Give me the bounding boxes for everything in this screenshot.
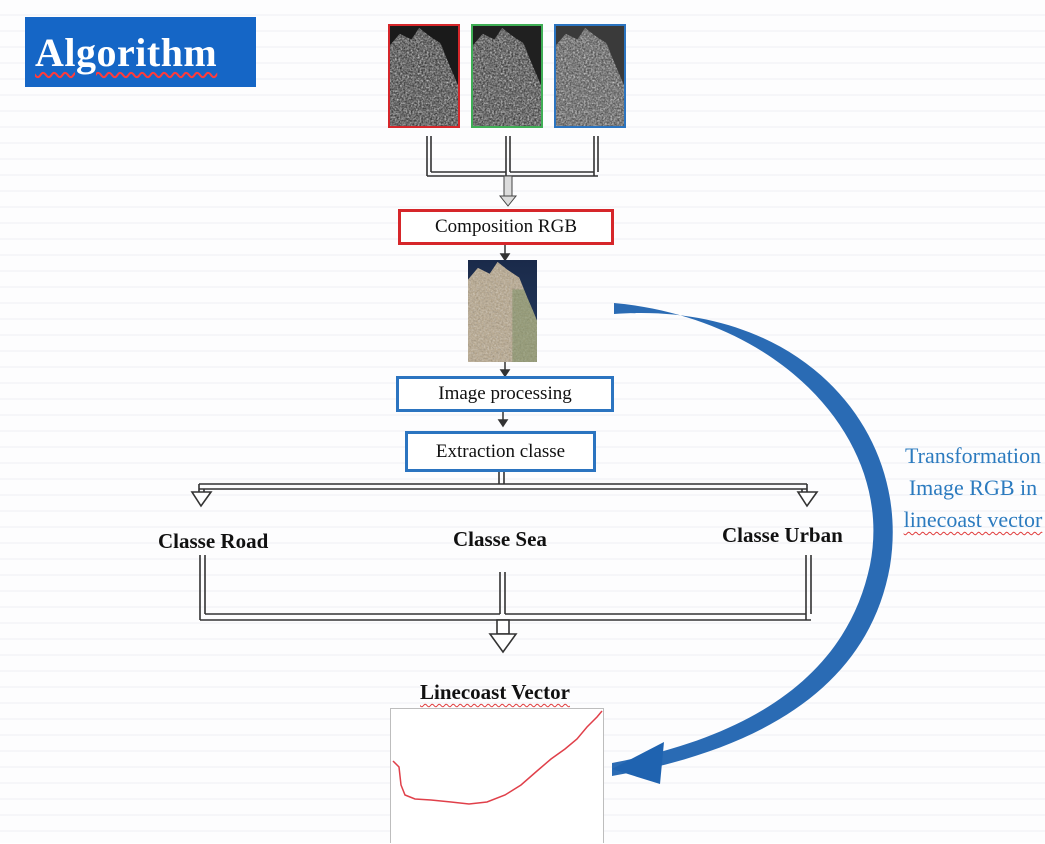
connector-green <box>505 136 511 176</box>
classe-sea-text: Classe Sea <box>453 527 547 551</box>
classe-urban-label: Classe Urban <box>722 523 843 548</box>
classe-urban-text: Classe Urban <box>722 523 843 547</box>
transformation-note-line-1: Transformation <box>904 443 1042 468</box>
green-band-texture <box>473 26 541 126</box>
extraction-classe-label: Extraction classe <box>435 440 566 462</box>
composite-rgb-texture <box>468 260 537 362</box>
composition-rgb-label: Composition RGB <box>435 216 577 237</box>
connector-red <box>426 136 432 176</box>
classe-road-label: Classe Road <box>158 529 269 553</box>
transformation-note-line-3-wrap: linecoast vector <box>888 504 1045 536</box>
split-bar <box>199 483 807 490</box>
arrow-to-composition <box>498 175 518 207</box>
composite-rgb-image <box>468 260 537 362</box>
classe-sea-label: Classe Sea <box>453 527 547 552</box>
green-band-image <box>471 24 543 128</box>
merge-bar <box>200 613 811 621</box>
image-processing-box: Image processing <box>396 376 614 412</box>
image-processing-label: Image processing <box>438 383 572 404</box>
linecoast-vector-plot <box>390 708 604 843</box>
urban-connector <box>805 555 812 620</box>
composition-rgb-box: Composition RGB <box>398 209 614 245</box>
split-arrowheads <box>190 491 819 508</box>
transformation-note: Transformation Image RGB in linecoast ve… <box>888 440 1045 536</box>
transformation-note-line-3: linecoast vector <box>903 506 1043 532</box>
red-band-texture <box>390 26 458 126</box>
coastline-path <box>392 710 603 805</box>
sea-connector <box>499 572 506 614</box>
transformation-curve-arrow <box>612 303 893 784</box>
blue-band-image <box>554 24 626 128</box>
linecoast-vector-text: Linecoast Vector <box>420 680 570 704</box>
band-merge-bar <box>427 171 598 177</box>
extraction-stem <box>498 472 505 484</box>
extraction-classe-box: Extraction classe <box>405 431 596 472</box>
arrow-to-linecoast <box>488 619 518 654</box>
connector-blue <box>593 136 599 176</box>
page-title: Algorithm <box>35 29 218 75</box>
road-connector <box>199 555 206 620</box>
blue-band-texture <box>556 26 624 126</box>
title-banner: Algorithm <box>25 17 256 87</box>
linecoast-vector-title: Linecoast Vector <box>420 680 570 705</box>
coastline-svg <box>392 710 603 805</box>
transformation-note-line-2: Image RGB in <box>908 474 1038 500</box>
red-band-image <box>388 24 460 128</box>
